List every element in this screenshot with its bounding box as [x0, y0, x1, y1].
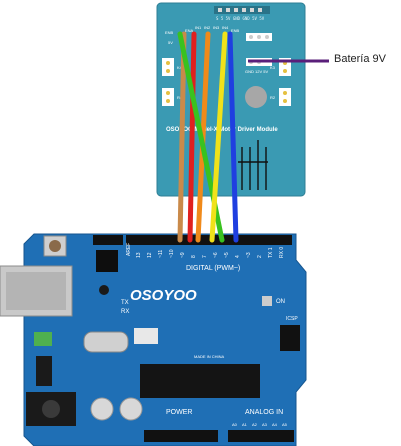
- header-pin: [226, 8, 230, 12]
- digital-header: [93, 235, 292, 245]
- driver-module-title: OSOYOO Model-X Motor Driver Module: [166, 127, 278, 133]
- digital-pin-label: ~6: [213, 252, 219, 258]
- right-label: K3: [270, 65, 276, 70]
- right-label: R2: [270, 95, 276, 100]
- digital-pin-label: TX 1: [268, 247, 274, 258]
- usb-connector-inner: [6, 272, 66, 310]
- icsp-header: [280, 325, 300, 351]
- header-pin: [234, 8, 238, 12]
- battery-label: Batería 9V: [334, 53, 386, 65]
- digital-pin-label: ~5: [224, 252, 230, 258]
- reset-button-cap[interactable]: [49, 240, 61, 252]
- analog-pin-label: A5: [282, 422, 288, 427]
- side-label: 5V: [168, 40, 173, 45]
- analog-pin-label: A2: [252, 422, 258, 427]
- digital-pin-label: RX 0: [279, 247, 285, 258]
- signal-label: ENB: [231, 28, 240, 33]
- terminal-screw: [249, 35, 253, 39]
- power-terminal-text: GND 12V 5V: [245, 69, 268, 74]
- driver-left-connectors: K4 R4: [162, 58, 183, 106]
- analog-pin-label: A3: [262, 422, 268, 427]
- digital-header-strip: [126, 235, 292, 245]
- digital-pwm-label: DIGITAL (PWM~): [186, 265, 240, 272]
- driver-capacitor: [245, 86, 267, 108]
- side-label: ENB: [165, 30, 174, 35]
- analog-pin-labels: A0 A1 A2 A3 A4 A5: [232, 422, 288, 427]
- connector-pin: [166, 61, 170, 65]
- rx-label: RX: [121, 309, 129, 315]
- arduino-board: 13 12 ~11 ~10 ~9 8 7 ~6 ~5 4 ~3 2 TX 1 RX 0 DIGITAL (…: [0, 233, 307, 446]
- jumper-wires: [177, 31, 239, 243]
- header-block: [96, 250, 118, 272]
- arduino-brand: OSOYOO: [130, 287, 197, 304]
- crystal: [134, 328, 158, 344]
- signal-label: ENA: [185, 28, 194, 33]
- header-pin: [218, 8, 222, 12]
- analog-header: [228, 430, 294, 442]
- capacitor: [119, 397, 143, 421]
- digital-pin-label: ~11: [158, 250, 164, 258]
- driver-heatsink: [238, 140, 268, 190]
- led: [34, 332, 52, 346]
- power-jack-hole: [42, 400, 60, 418]
- header-pin: [242, 8, 246, 12]
- connector-pin: [283, 91, 287, 95]
- header-pin: [250, 8, 254, 12]
- on-led: [262, 296, 272, 306]
- wire-brown: [177, 31, 187, 243]
- digital-pin-label: 4: [235, 255, 241, 258]
- digital-pin-label: ~3: [246, 252, 252, 258]
- analog-label: ANALOG IN: [245, 409, 283, 416]
- digital-pin-label: 2: [257, 255, 263, 258]
- left-label: K4: [177, 65, 183, 70]
- digital-pin-label: 12: [147, 252, 153, 258]
- wire-red: [187, 31, 197, 243]
- microcontroller-chip: [140, 364, 260, 398]
- signal-label: IN3: [213, 25, 220, 30]
- small-chip: [99, 285, 109, 295]
- pin-number-labels: 13 12 ~11 ~10 ~9 8 7 ~6 ~5 4 ~3 2 TX 1 RX 0: [136, 247, 285, 258]
- analog-pin-label: A0: [232, 422, 238, 427]
- power-header: [144, 430, 218, 442]
- driver-signal-labels: ENA IN1 IN2 IN3 IN4 ENB ENB 5V: [165, 25, 240, 45]
- signal-label: IN1: [195, 25, 202, 30]
- tx-label: TX: [121, 300, 129, 306]
- signal-label: IN4: [222, 25, 229, 30]
- digital-pin-label: 7: [202, 255, 208, 258]
- connector-pin: [166, 91, 170, 95]
- driver-top-header-text: S 5 5V GND GND 5V 5V: [216, 16, 265, 21]
- wire-blue: [227, 31, 239, 243]
- connector-pin: [283, 69, 287, 73]
- driver-top-header: S 5 5V GND GND 5V 5V: [214, 6, 270, 21]
- digital-pin-label: 13: [136, 252, 142, 258]
- left-label: R4: [177, 95, 183, 100]
- analog-pin-label: A1: [242, 422, 248, 427]
- on-label: ON: [276, 299, 285, 305]
- icsp-label: ICSP: [286, 316, 298, 322]
- voltage-regulator: [36, 356, 52, 386]
- crystal-oscillator: [83, 331, 129, 353]
- terminal-screw: [265, 35, 269, 39]
- digital-pin-label: ~9: [180, 252, 186, 258]
- connector-pin: [283, 99, 287, 103]
- power-label: POWER: [166, 409, 192, 416]
- capacitor: [90, 397, 114, 421]
- terminal-screw: [257, 35, 261, 39]
- digital-header-strip-2: [93, 235, 123, 245]
- connector-pin: [166, 69, 170, 73]
- left-connector: [162, 88, 174, 106]
- digital-pin-label: ~10: [169, 249, 175, 258]
- made-in-label: MADE IN CHINA: [194, 354, 225, 359]
- wire-yellow: [209, 31, 228, 243]
- digital-pin-label: 8: [191, 255, 197, 258]
- analog-pin-label: A4: [272, 422, 278, 427]
- header-pin: [258, 8, 262, 12]
- right-connector: [279, 88, 291, 106]
- aref-label: AREF: [126, 243, 132, 256]
- signal-label: IN2: [204, 25, 211, 30]
- left-connector: [162, 58, 174, 76]
- connector-pin: [166, 99, 170, 103]
